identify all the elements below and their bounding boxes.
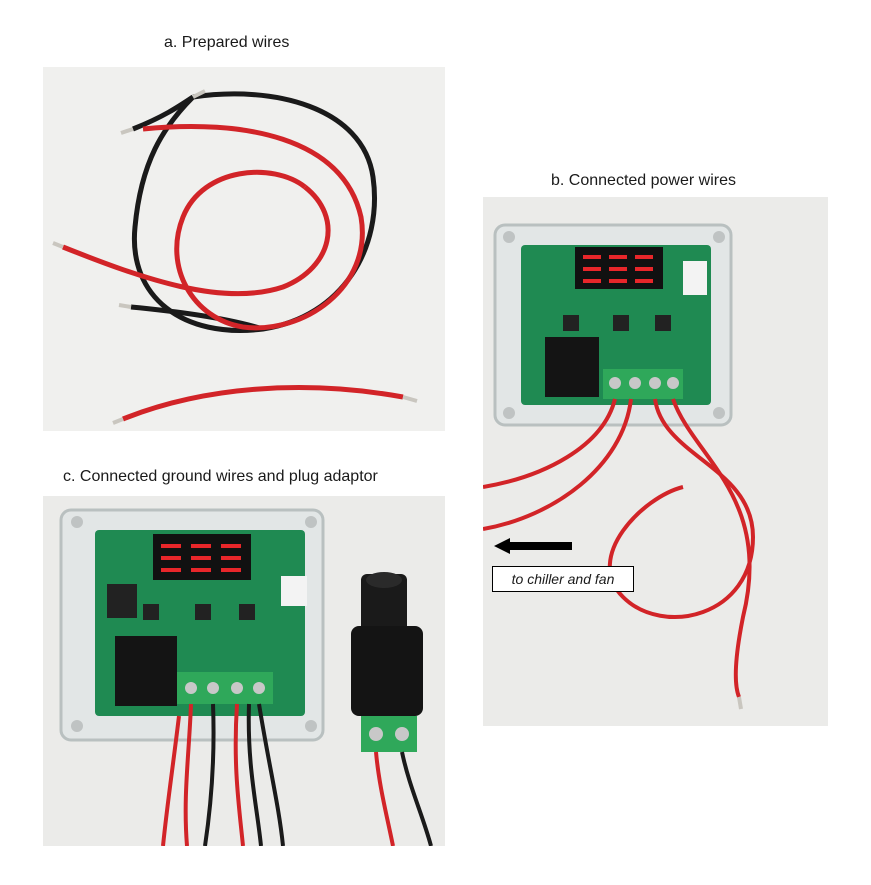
panel-c-photo (43, 496, 445, 846)
annotation-label: to chiller and fan (492, 566, 634, 592)
display-digits-b (583, 255, 653, 283)
arrow-left-icon (494, 538, 572, 554)
panel-b-photo (483, 197, 828, 726)
panel-a-caption: a. Prepared wires (164, 34, 290, 51)
panel-c-caption: c. Connected ground wires and plug adapt… (63, 468, 378, 485)
display-digits-c (161, 544, 241, 572)
panel-b-caption: b. Connected power wires (551, 172, 736, 189)
panel-a-photo (43, 67, 445, 431)
